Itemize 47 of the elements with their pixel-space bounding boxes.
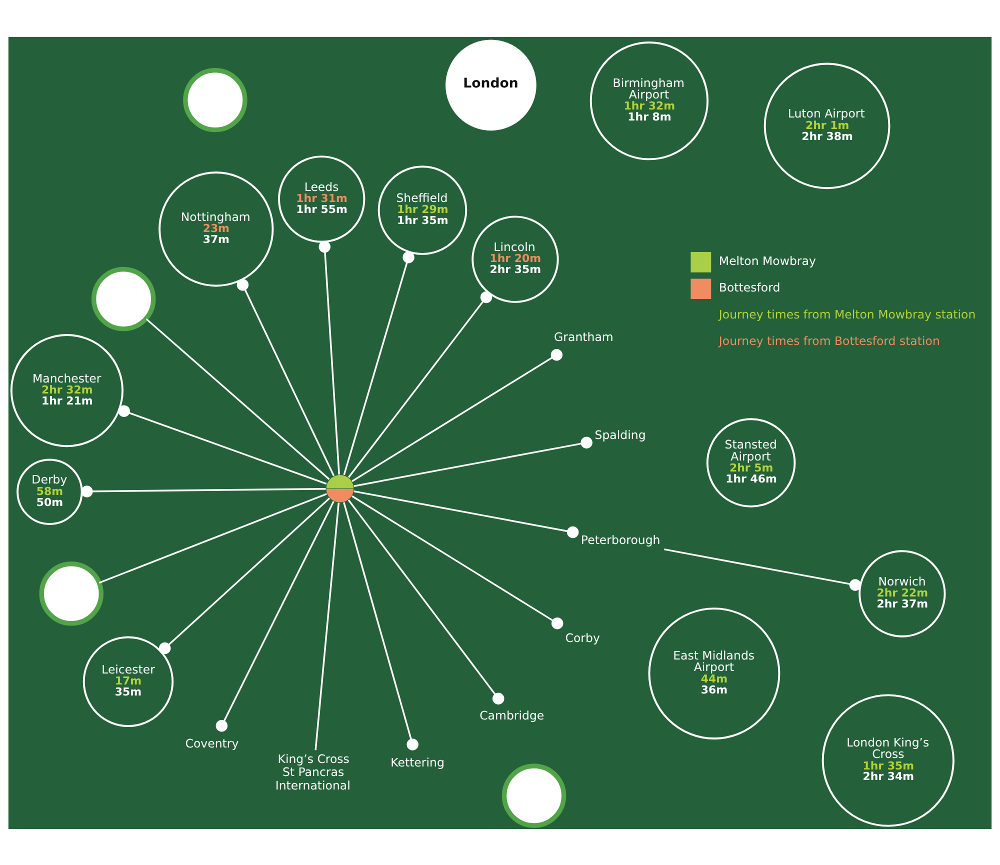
connector: [352, 494, 564, 629]
node-text: Corby: [565, 630, 600, 644]
connector: [314, 502, 340, 750]
node-circle: Leicester 17m 35m: [82, 636, 174, 726]
node-circle: Manchester 2hr 32m 1hr 21m: [10, 334, 124, 447]
connector: [318, 240, 340, 474]
connector: [354, 490, 579, 538]
node-circle: [39, 561, 104, 626]
node-circle: London King’s Cross 1hr 35m 2hr 34m: [822, 694, 954, 826]
node-circle: Luton Airport 2hr 1m 2hr 38m: [764, 62, 890, 189]
node-circle: London: [446, 39, 536, 130]
connector: [146, 318, 330, 480]
connector: [343, 502, 418, 750]
legend-label: Melton Mowbray: [718, 253, 816, 268]
node-circle: Sheffield 1hr 29m 1hr 35m: [378, 165, 468, 254]
connector: [81, 485, 326, 497]
node-circle: [502, 763, 566, 828]
node-circle: Leeds 1hr 31m 1hr 55m: [278, 155, 366, 242]
node-circle: [91, 266, 156, 331]
node-text: Kettering: [390, 754, 444, 769]
node-text: Coventry: [185, 736, 239, 750]
connector: [343, 250, 414, 475]
connector: [664, 548, 862, 590]
node-circle: Norwich 2hr 22m 2hr 37m: [858, 550, 946, 637]
connector: [158, 497, 330, 654]
connector: [354, 436, 592, 486]
connector: [348, 498, 504, 704]
legend-label: Bottesford: [718, 280, 780, 294]
node-text: Spalding: [594, 427, 646, 442]
connector: [98, 492, 327, 584]
connector: [352, 348, 563, 482]
node-text: King’s Cross St Pancras International: [275, 751, 350, 792]
node-circle: Nottingham 23m 37m: [158, 171, 274, 286]
connector: [216, 500, 334, 732]
node-circle: East Midlands Airport 44m 36m: [648, 607, 780, 739]
connector: [118, 404, 327, 484]
node-text: Cambridge: [480, 708, 544, 722]
legend-label: Journey times from Bottesford station: [718, 333, 940, 348]
connector: [236, 278, 335, 476]
node-circle: Derby 58m 50m: [16, 458, 83, 524]
connector: [348, 290, 492, 478]
legend-label: Journey times from Melton Mowbray station: [718, 306, 976, 321]
node-text: Grantham: [554, 329, 614, 344]
node-circle: [183, 67, 248, 132]
node-circle: Stansted Airport 2hr 5m 1hr 46m: [706, 418, 796, 507]
node-text: Peterborough: [580, 532, 660, 546]
node-circle: Birmingham Airport 1hr 32m 1hr 8m: [590, 41, 709, 160]
